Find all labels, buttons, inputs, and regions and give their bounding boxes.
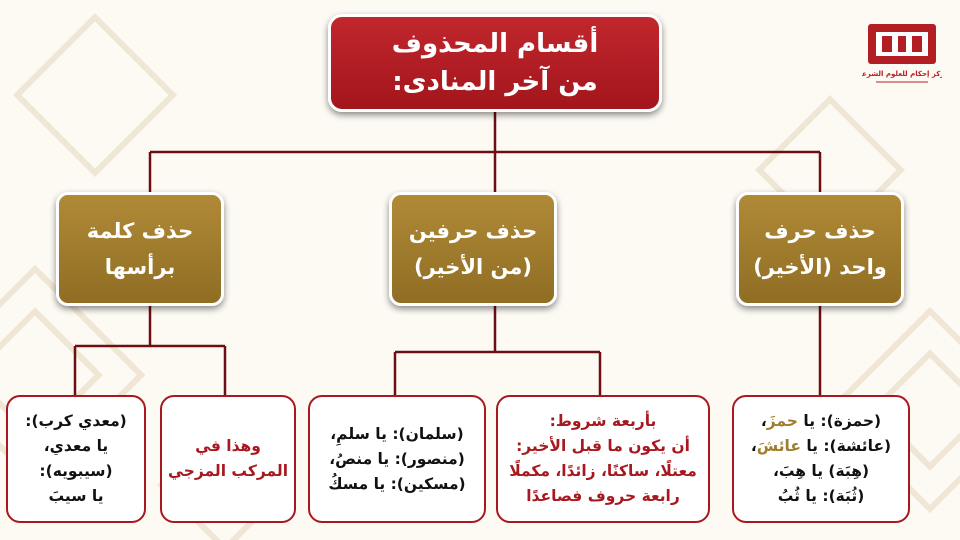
leaf-two-letter-examples: (سلمان): يا سلمِ، (منصور): يا منصُ، (مسك… (308, 395, 486, 523)
example-thuba: (ثُبَة): يا ثُبُ (777, 487, 865, 505)
branch-one-letter-line-2: واحد (الأخير) (753, 255, 887, 279)
logo-caption: مركز إحكام للعلوم الشرعية (862, 70, 942, 78)
conditions-line-4: رابعة حروف فصاعدًا (526, 487, 680, 505)
example-mansour: (منصور): يا منصُ، (329, 449, 465, 468)
leaf-one-letter-examples: (حمزة): يا حمزَ، (عائشة): يا عائشَ، (هِب… (732, 395, 910, 523)
diagram-title: أقسام المحذوف من آخر المنادى: (328, 14, 662, 112)
branch-one-letter: حذف حرف واحد (الأخير) (736, 192, 904, 306)
branch-two-letters: حذف حرفين (من الأخير) (389, 192, 557, 306)
title-line-1: أقسام المحذوف (391, 29, 599, 59)
branch-whole-word-line-1: حذف كلمة (86, 219, 194, 243)
leaf-word-examples: (معدي كرب): يا معدي، (سيبويه): يا سيبَ (6, 395, 146, 523)
conditions-line-1: بأربعة شروط: (549, 412, 657, 430)
compound-line-1: وهذا في (195, 437, 261, 455)
example-hiba: (هِبَة) يا هِبَ، (772, 462, 870, 480)
example-salman: (سلمان): يا سلمِ، (330, 424, 464, 443)
conditions-line-3: معتلًا، ساكنًا، زائدًا، مكملًا (509, 462, 697, 480)
example-sibawayh-call: يا سيبَ (48, 487, 104, 505)
example-hamza: (حمزة): يا حمزَ، (760, 412, 882, 430)
example-miskeen: (مسكين): يا مسكُ (328, 474, 466, 493)
title-line-2: من آخر المنادى: (392, 67, 598, 97)
example-maadikarib-call: يا معدي، (43, 437, 109, 455)
branch-two-letters-line-1: حذف حرفين (408, 219, 538, 243)
leaf-conditions: بأربعة شروط: أن يكون ما قبل الأخير: معتل… (496, 395, 710, 523)
example-sibawayh: (سيبويه): (39, 462, 113, 480)
compound-line-2: المركب المزجي (168, 462, 289, 480)
example-aisha: (عائشة): يا عائشَ، (750, 437, 892, 455)
brand-logo: مركز إحكام للعلوم الشرعية (855, 20, 949, 90)
leaf-compound-note: وهذا في المركب المزجي (160, 395, 296, 523)
branch-one-letter-line-1: حذف حرف (764, 219, 876, 243)
branch-whole-word-line-2: برأسها (104, 255, 176, 279)
branch-whole-word: حذف كلمة برأسها (56, 192, 224, 306)
example-maadikarib: (معدي كرب): (25, 412, 127, 430)
conditions-line-2: أن يكون ما قبل الأخير: (516, 437, 690, 455)
logo-mark-icon: مركز إحكام للعلوم الشرعية (855, 24, 949, 83)
branch-two-letters-line-2: (من الأخير) (414, 255, 533, 279)
